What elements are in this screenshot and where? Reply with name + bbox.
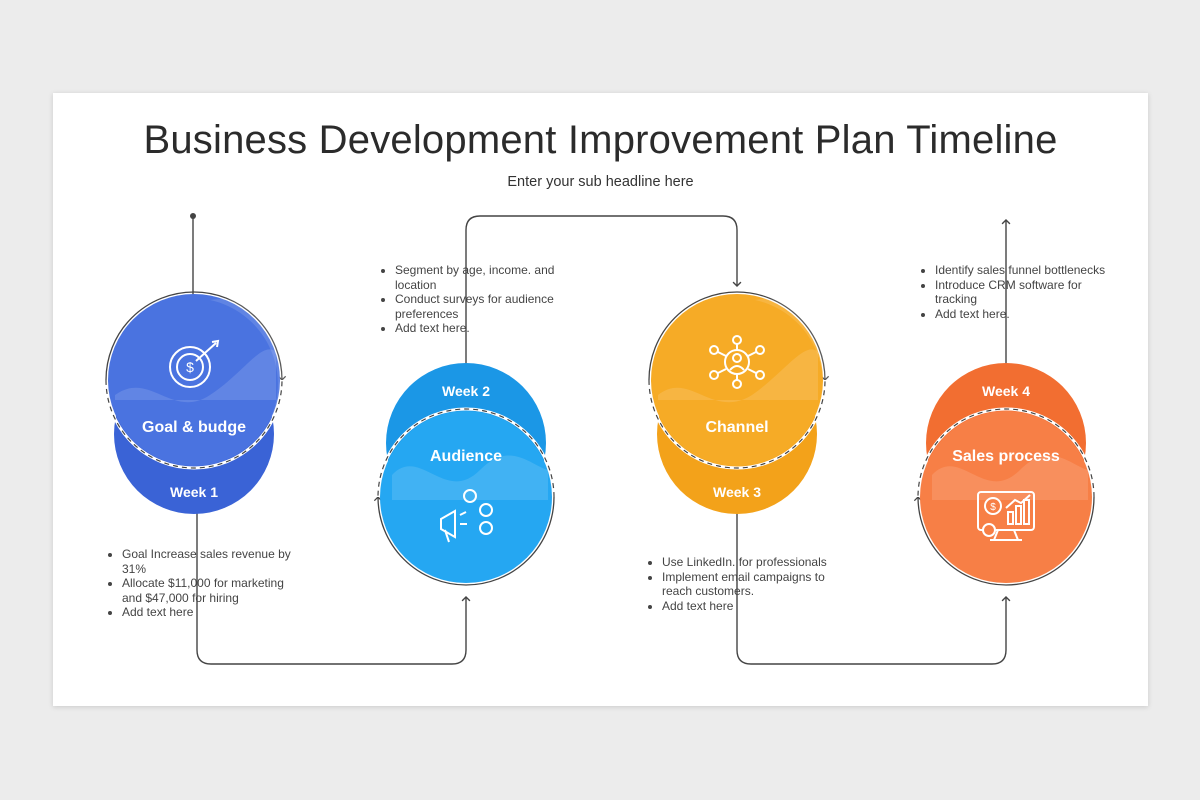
list-item: Add text here. xyxy=(935,307,1125,322)
list-item: Conduct surveys for audience preferences xyxy=(395,292,595,321)
step-week-1: $ Goal & budge Week 1 xyxy=(104,291,293,514)
target-dollar-icon: $ xyxy=(169,339,220,388)
list-item: Use LinkedIn. for professionals xyxy=(662,555,852,570)
svg-text:$: $ xyxy=(186,359,194,375)
ring-arc xyxy=(373,496,555,586)
ring-arc xyxy=(913,496,1095,586)
step-week-2: Week 2 Audience xyxy=(373,363,556,586)
list-item: Segment by age, income. and location xyxy=(395,263,595,292)
connector-week1-week2 xyxy=(196,510,471,665)
main-circle xyxy=(380,411,552,583)
list-item: Introduce CRM software for tracking xyxy=(935,278,1125,307)
connector-lines xyxy=(190,213,1011,665)
step-week-3: Channel Week 3 xyxy=(647,291,838,514)
week-label: Week 1 xyxy=(170,484,218,500)
page-title: Business Development Improvement Plan Ti… xyxy=(143,118,1058,162)
page-subtitle: Enter your sub headline here xyxy=(507,174,694,190)
ring-arc xyxy=(105,291,287,381)
sales-chart-monitor-icon: $ xyxy=(977,491,1035,541)
list-item: Identify sales funnel bottlenecks xyxy=(935,263,1125,278)
step-label: Channel xyxy=(705,419,768,436)
week-1-bullets: Goal Increase sales revenue by 31% Alloc… xyxy=(102,547,307,620)
week-label: Week 4 xyxy=(982,383,1030,399)
list-item: Add text here. xyxy=(395,321,595,336)
connector-week2-week3 xyxy=(465,215,742,368)
svg-text:$: $ xyxy=(990,502,996,513)
list-item: Add text here xyxy=(122,605,307,620)
week-2-bullets: Segment by age, income. and location Con… xyxy=(375,263,595,336)
list-item: Implement email campaigns to reach custo… xyxy=(662,570,852,599)
list-item: Allocate $11,000 for marketing and $47,0… xyxy=(122,576,307,605)
list-item: Add text here xyxy=(662,599,852,614)
week-label: Week 3 xyxy=(713,484,761,500)
step-label: Audience xyxy=(430,448,502,465)
week-label: Week 2 xyxy=(442,383,490,399)
megaphone-users-icon xyxy=(440,489,493,543)
list-item: Goal Increase sales revenue by 31% xyxy=(122,547,307,576)
ring-arc xyxy=(648,291,830,381)
connector-week3-week4 xyxy=(736,510,1011,665)
main-circle xyxy=(920,411,1092,583)
week-3-bullets: Use LinkedIn. for professionals Implemen… xyxy=(642,555,852,613)
network-user-icon xyxy=(709,335,765,389)
step-label: Goal & budge xyxy=(142,419,246,436)
step-label: Sales process xyxy=(952,448,1060,465)
week-4-bullets: Identify sales funnel bottlenecks Introd… xyxy=(915,263,1125,321)
step-week-4: $ Week 4 Sales process xyxy=(913,363,1096,586)
